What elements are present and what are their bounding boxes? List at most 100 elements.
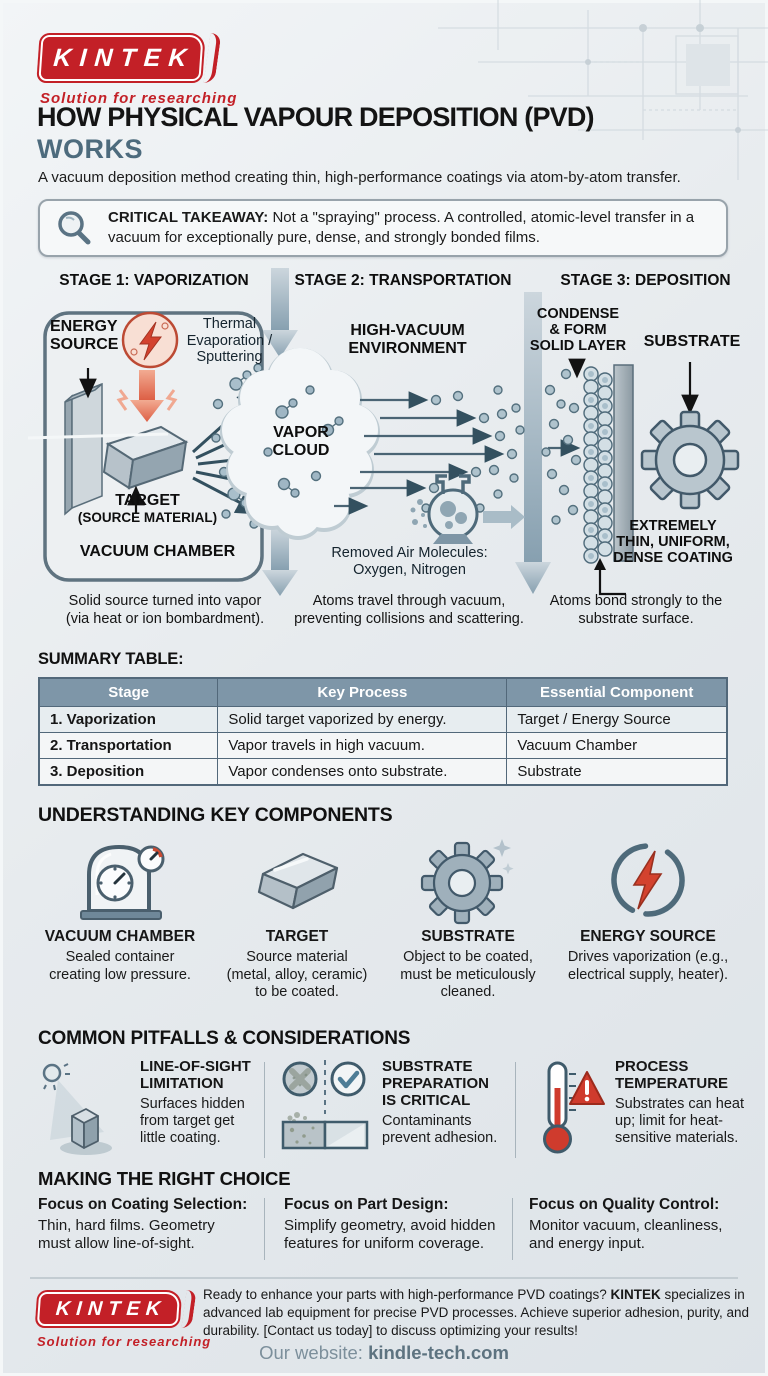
col-header-key-process: Key Process bbox=[217, 677, 508, 707]
component-substrate: SUBSTRATE Object to be coated, must be m… bbox=[378, 834, 558, 1002]
substrate-prep-icon bbox=[281, 1060, 369, 1150]
stage1-header: STAGE 1: VAPORIZATION bbox=[59, 272, 249, 289]
substrate-gear-icon bbox=[378, 834, 558, 926]
pitfall-name: SUBSTRATE PREPARATION IS CRITICAL bbox=[382, 1058, 489, 1110]
choice-desc: Simplify geometry, avoid hidden features… bbox=[284, 1216, 496, 1253]
target-ingot bbox=[28, 425, 189, 490]
kintek-logo: KINTEK bbox=[34, 1290, 183, 1328]
contact-us-link[interactable]: [Contact us today] bbox=[263, 1323, 373, 1339]
choices-title: MAKING THE RIGHT CHOICE bbox=[38, 1168, 291, 1189]
energy-source-slab bbox=[64, 382, 103, 516]
condense-label: CONDENSE & FORM SOLID LAYER bbox=[529, 306, 627, 355]
cell-component-3: Substrate bbox=[506, 758, 728, 786]
lightning-circle-icon bbox=[121, 311, 179, 369]
footer-text-brand: KINTEK bbox=[610, 1287, 661, 1302]
circuit-pattern-decoration bbox=[438, 0, 768, 180]
pitfall-desc: Substrates can heat up; limit for heat- … bbox=[615, 1096, 744, 1147]
cell-component-1: Target / Energy Source bbox=[506, 706, 728, 733]
component-energy-source: ENERGY SOURCE Drives vaporization (e.g.,… bbox=[558, 834, 738, 984]
pitfall-text: LINE-OF-SIGHT LIMITATION Surfaces hidden… bbox=[140, 1058, 251, 1156]
component-name: SUBSTRATE bbox=[421, 928, 515, 945]
component-desc: Object to be coated, must be meticulousl… bbox=[400, 949, 536, 1001]
transport-arrows bbox=[334, 391, 581, 515]
target-label: TARGET bbox=[115, 492, 180, 509]
pitfalls-divider-1 bbox=[264, 1062, 265, 1158]
energy-bolt-icon bbox=[558, 834, 738, 926]
table-row: 3. Deposition Vapor condenses onto subst… bbox=[38, 758, 728, 786]
pitfall-substrate-prep: SUBSTRATE PREPARATION IS CRITICAL Contam… bbox=[280, 1058, 498, 1156]
brand-tagline: Solution for researching bbox=[40, 90, 238, 107]
website-label: Our website: bbox=[259, 1342, 369, 1363]
col-header-essential-component: Essential Component bbox=[506, 677, 728, 707]
stage3-header: STAGE 3: DEPOSITION bbox=[560, 272, 731, 289]
component-desc: Drives vaporization (e.g., electrical su… bbox=[567, 949, 729, 983]
choice-name: Focus on Coating Selection: bbox=[38, 1196, 248, 1213]
pitfall-name: LINE-OF-SIGHT LIMITATION bbox=[140, 1058, 251, 1093]
pitfalls-divider-2 bbox=[515, 1062, 516, 1158]
component-vacuum-chamber: VACUUM CHAMBER Sealed container creating… bbox=[30, 834, 210, 984]
cell-stage-2: 2. Transportation bbox=[38, 732, 219, 759]
footer-text-part1: Ready to enhance your parts with high-pe… bbox=[203, 1287, 611, 1302]
footer-text-part2: specializes in advanced lab equipment fo… bbox=[203, 1287, 750, 1339]
critical-takeaway-body: Not a "spraying" process. A controlled, … bbox=[108, 209, 695, 246]
stage1-caption: Solid source turned into vapor (via heat… bbox=[65, 593, 265, 628]
critical-takeaway-box: CRITICAL TAKEAWAY: Not a "spraying" proc… bbox=[38, 199, 728, 257]
pitfall-line-of-sight: LINE-OF-SIGHT LIMITATION Surfaces hidden… bbox=[38, 1058, 256, 1156]
footer-logo: KINTEK bbox=[34, 1290, 197, 1328]
cell-process-2: Vapor travels in high vacuum. bbox=[217, 732, 508, 759]
component-desc: Source material (metal, alloy, ceramic) … bbox=[226, 949, 368, 1001]
kintek-logo-text: KINTEK bbox=[55, 1297, 168, 1320]
component-name: ENERGY SOURCE bbox=[580, 928, 716, 945]
pitfall-process-temperature: PROCESS TEMPERATURE Substrates can heat … bbox=[529, 1058, 744, 1156]
summary-table-header-row: Stage Key Process Essential Component bbox=[38, 677, 728, 707]
choice-desc: Monitor vacuum, cleanliness, and energy … bbox=[529, 1216, 723, 1253]
target-label-block: TARGET (SOURCE MATERIAL) bbox=[60, 492, 235, 525]
pitfall-desc: Contaminants prevent adhesion. bbox=[382, 1113, 498, 1147]
kintek-logo-tail bbox=[203, 33, 222, 83]
pitfall-text: SUBSTRATE PREPARATION IS CRITICAL Contam… bbox=[382, 1058, 497, 1156]
choice-desc: Thin, hard films. Geometry must allow li… bbox=[38, 1216, 215, 1253]
removed-air-label: Removed Air Molecules: Oxygen, Nitrogen bbox=[331, 545, 488, 578]
coating-label: EXTREMELY THIN, UNIFORM, DENSE COATING bbox=[613, 518, 733, 567]
table-row: 2. Transportation Vapor travels in high … bbox=[38, 732, 728, 759]
page-title-line2: WORKS bbox=[37, 134, 143, 164]
choices-divider-1 bbox=[264, 1198, 265, 1260]
component-target: TARGET Source material (metal, alloy, ce… bbox=[207, 834, 387, 1002]
pitfalls-title: COMMON PITFALLS & CONSIDERATIONS bbox=[38, 1028, 411, 1049]
col-header-stage: Stage bbox=[38, 677, 219, 707]
component-name: VACUUM CHAMBER bbox=[44, 928, 196, 945]
critical-takeaway-label: CRITICAL TAKEAWAY: bbox=[108, 209, 269, 226]
pvd-process-diagram bbox=[28, 268, 740, 596]
cell-stage-3: 3. Deposition bbox=[38, 758, 219, 786]
magnifier-icon bbox=[58, 211, 91, 245]
target-sub-label: (SOURCE MATERIAL) bbox=[77, 509, 218, 525]
high-vacuum-label: HIGH-VACUUM ENVIRONMENT bbox=[348, 322, 467, 357]
pitfall-name: PROCESS TEMPERATURE bbox=[615, 1058, 729, 1093]
vacuum-chamber-icon bbox=[30, 834, 210, 926]
vacuum-chamber-label: VACUUM CHAMBER bbox=[79, 543, 236, 560]
page-subtitle: A vacuum deposition method creating thin… bbox=[38, 169, 681, 186]
process-temperature-icon bbox=[543, 1061, 605, 1154]
substrate-gear bbox=[640, 410, 740, 510]
stage2-caption: Atoms travel through vacuum, preventing … bbox=[294, 593, 524, 628]
footer-divider bbox=[30, 1277, 738, 1279]
footer-tagline: Solution for researching bbox=[37, 1334, 212, 1349]
component-name: TARGET bbox=[265, 928, 329, 945]
energy-source-label: ENERGY SOURCE bbox=[50, 318, 119, 353]
pitfall-desc: Surfaces hidden from target get little c… bbox=[140, 1096, 245, 1147]
method-label: Thermal Evaporation / Sputtering bbox=[186, 316, 273, 366]
cell-component-2: Vacuum Chamber bbox=[506, 732, 728, 759]
website-link[interactable]: kindle-tech.com bbox=[368, 1342, 509, 1363]
cell-process-3: Vapor condenses onto substrate. bbox=[217, 758, 508, 786]
cell-stage-1: 1. Vaporization bbox=[38, 706, 219, 733]
stage3-caption: Atoms bond strongly to the substrate sur… bbox=[549, 593, 723, 628]
choice-part-design: Focus on Part Design: Simplify geometry,… bbox=[284, 1196, 504, 1253]
kintek-logo-text: KINTEK bbox=[52, 43, 196, 72]
vapor-cloud bbox=[220, 348, 380, 540]
travelling-atoms bbox=[421, 368, 582, 525]
components-title: UNDERSTANDING KEY COMPONENTS bbox=[38, 804, 393, 826]
cell-process-1: Solid target vaporized by energy. bbox=[217, 706, 508, 733]
coating-atom-layer bbox=[583, 366, 613, 564]
choice-coating-selection: Focus on Coating Selection: Thin, hard f… bbox=[38, 1196, 250, 1253]
